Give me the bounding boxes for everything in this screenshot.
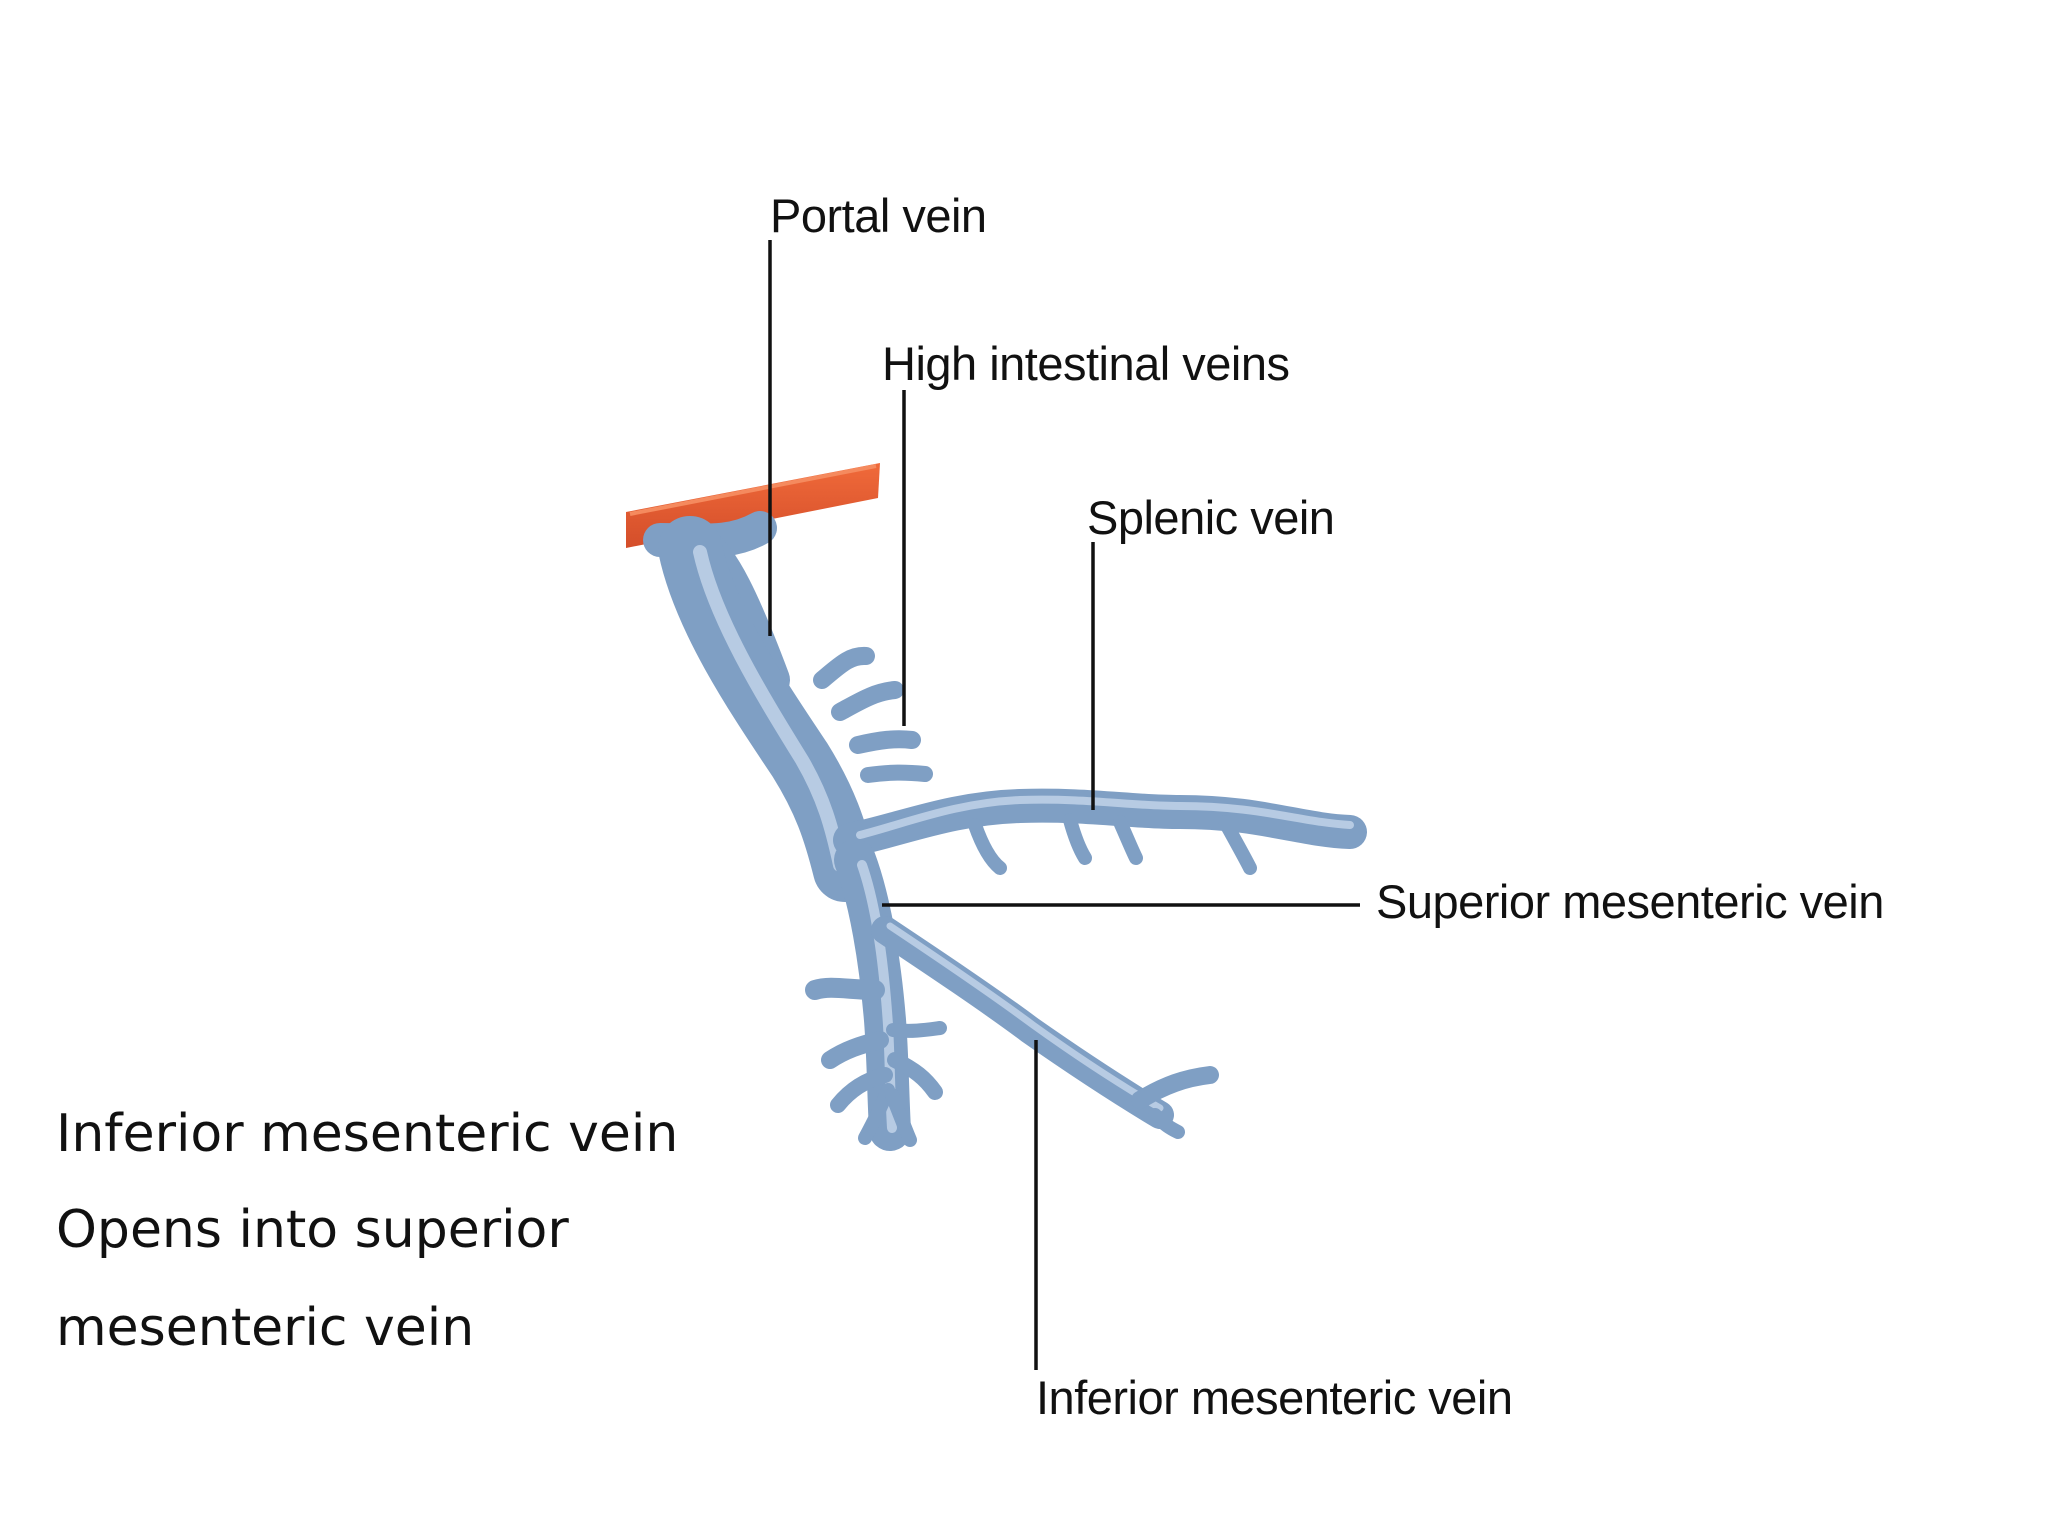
superior-mesenteric-vein-shape bbox=[805, 839, 947, 1151]
note-line-1: Inferior mesenteric vein bbox=[56, 1104, 679, 1164]
label-inferior-mesenteric-vein: Inferior mesenteric vein bbox=[1036, 1371, 1512, 1424]
high-intestinal-vein-stubs bbox=[813, 646, 933, 783]
label-splenic-vein: Splenic vein bbox=[1087, 491, 1334, 544]
vein-tree bbox=[643, 511, 1367, 1151]
note-line-2: Opens into superior bbox=[56, 1200, 569, 1260]
portal-vein-shape bbox=[643, 511, 877, 902]
note-line-3: mesenteric vein bbox=[56, 1298, 475, 1358]
label-superior-mesenteric-vein: Superior mesenteric vein bbox=[1376, 875, 1884, 928]
inferior-mesenteric-vein-shape bbox=[871, 916, 1219, 1139]
splenic-vein-shape bbox=[833, 788, 1367, 875]
leader-lines bbox=[768, 240, 1360, 1370]
label-portal-vein: Portal vein bbox=[770, 189, 987, 242]
label-high-intestinal-veins: High intestinal veins bbox=[882, 337, 1290, 390]
